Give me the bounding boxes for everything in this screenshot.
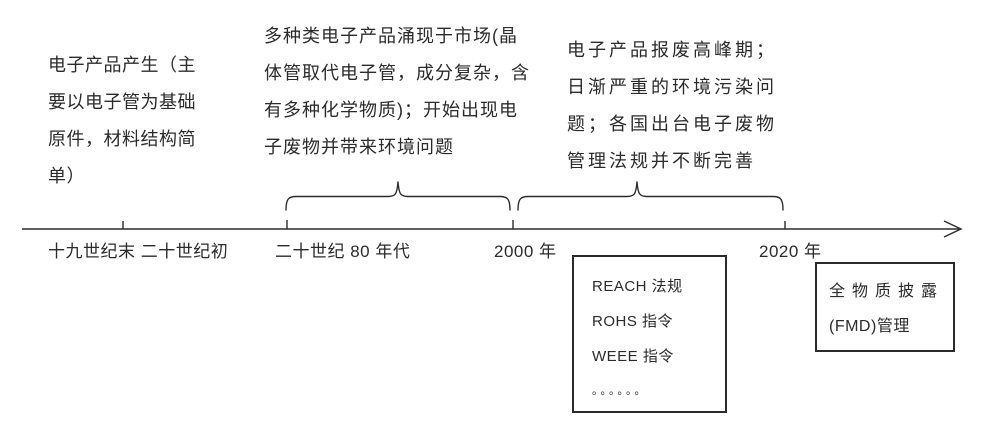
ellipsis-dots: 。。。。。。 [592,385,649,397]
fmd-line-subtitle: (FMD)管理 [829,318,910,335]
regulation-item-weee: WEEE 指令 [592,348,674,365]
axis-label-19th-20th-century: 十九世纪末 二十世纪初 [48,242,229,261]
annotation-era2: 多种类电子产品涌现于市场(晶 体管取代电子管，成分复杂，含 有多种化学物质)；开… [264,18,530,166]
annotation-line: 体管取代电子管，成分复杂，含 [264,63,530,83]
fmd-box: 全物质披露 (FMD)管理 [815,262,955,352]
brace-2000-to-2020 [517,181,784,211]
regulation-item-rohs: ROHS 指令 [592,313,674,330]
annotation-line: 管理法规并不断完善 [567,151,756,171]
annotation-era1: 电子产品产生（主 要以电子管为基础 原件，材料结构简 单） [48,47,196,195]
regulations-box: REACH 法规 ROHS 指令 WEEE 指令 。。。。。。 [572,255,727,413]
regulation-item-reach: REACH 法规 [592,278,683,295]
annotation-line: 多种类电子产品涌现于市场(晶 [264,26,518,46]
axis-label-1980s: 二十世纪 80 年代 [275,242,411,261]
annotation-line: 子废物并带来环境问题 [264,137,454,157]
annotation-line: 题；各国出台电子废物 [567,114,777,134]
annotation-era3: 电子产品报废高峰期； 日渐严重的环境污染问 题；各国出台电子废物 管理法规并不断… [567,32,777,180]
brace-1980s-to-2000 [285,181,511,211]
annotation-line: 原件，材料结构简 [48,129,196,149]
fmd-line-title: 全物质披露 [829,283,945,300]
annotation-line: 电子产品产生（主 [48,55,196,75]
axis-label-2000: 2000 年 [494,242,557,261]
axis-label-2020: 2020 年 [759,242,822,261]
annotation-line: 电子产品报废高峰期； [567,40,777,60]
annotation-line: 要以电子管为基础 [48,92,196,112]
arrow-right-icon [943,220,963,238]
annotation-line: 单） [48,166,85,186]
annotation-line: 日渐严重的环境污染问 [567,77,777,97]
annotation-line: 有多种化学物质)；开始出现电 [264,100,518,120]
